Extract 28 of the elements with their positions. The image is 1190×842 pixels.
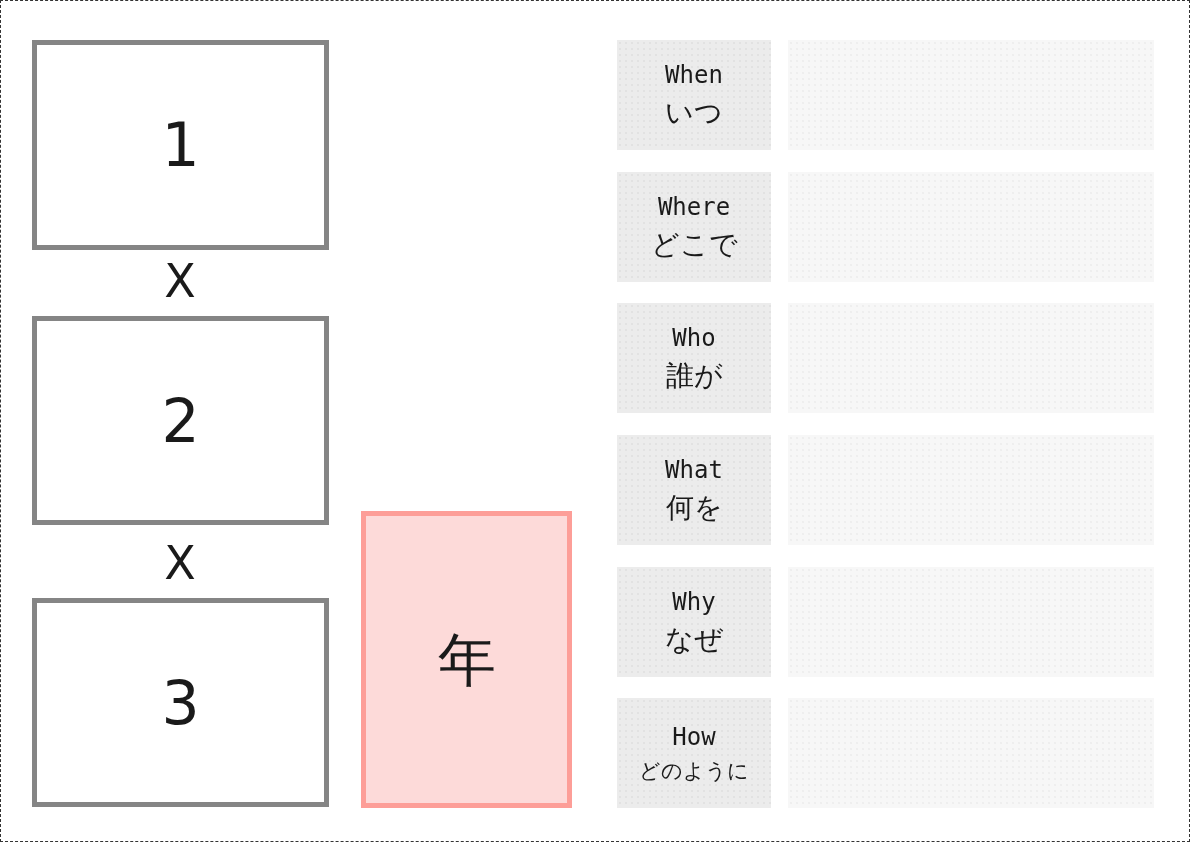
question-word-japanese: いつ bbox=[665, 99, 723, 127]
question-word-japanese: なぜ bbox=[665, 626, 723, 654]
question-word: Where bbox=[657, 195, 731, 219]
question-word-japanese: 何を bbox=[665, 494, 723, 522]
number-box bbox=[32, 316, 329, 525]
question-word-japanese: どのように bbox=[639, 760, 749, 782]
number-label: 2 bbox=[161, 390, 200, 451]
number-label: 1 bbox=[161, 115, 200, 175]
unit-label: 年 bbox=[437, 630, 496, 689]
number-label: 3 bbox=[161, 672, 200, 733]
question-word: Who bbox=[672, 326, 716, 350]
question-tile bbox=[617, 698, 771, 808]
number-box bbox=[32, 40, 329, 250]
highlight-box bbox=[361, 511, 572, 808]
times-sign: X bbox=[164, 258, 196, 304]
question-tile bbox=[617, 303, 771, 413]
question-word: Why bbox=[672, 590, 716, 614]
question-tile bbox=[617, 435, 771, 545]
number-box bbox=[32, 598, 329, 807]
question-word: When bbox=[665, 63, 723, 87]
question-tile bbox=[617, 40, 771, 150]
question-word-japanese: どこで bbox=[650, 231, 738, 259]
times-sign: X bbox=[164, 540, 196, 586]
question-word-japanese: 誰が bbox=[665, 362, 723, 390]
question-tile bbox=[617, 567, 771, 677]
question-tile bbox=[617, 172, 771, 282]
question-word: What bbox=[665, 458, 723, 482]
question-word: How bbox=[672, 724, 716, 749]
